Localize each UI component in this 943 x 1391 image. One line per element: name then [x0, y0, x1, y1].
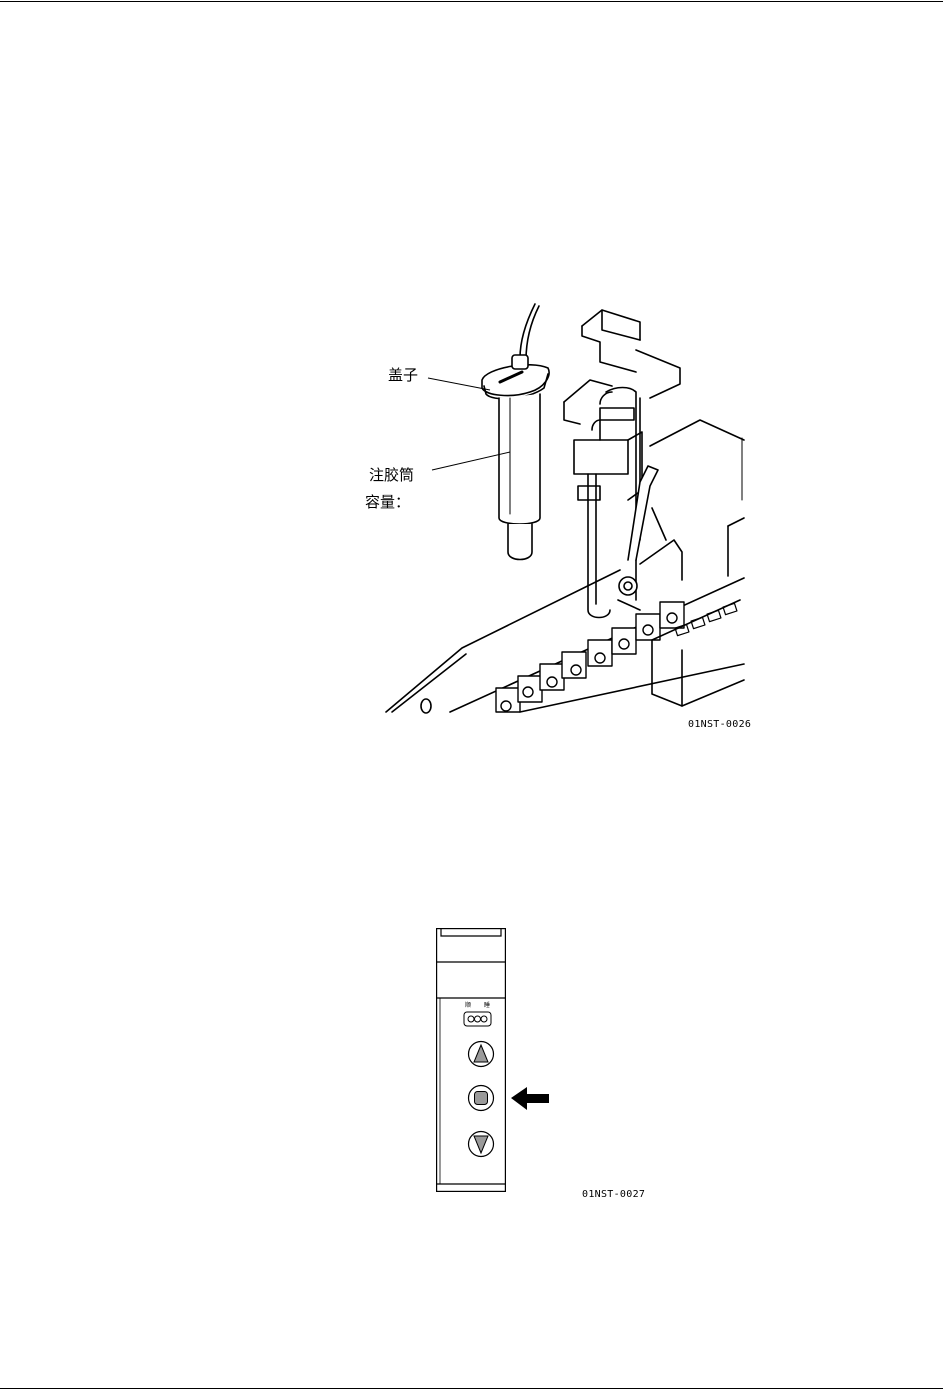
capacity-label: 容量： — [365, 493, 410, 511]
triangle-down-icon — [467, 1130, 495, 1158]
indicator-panel: 顺 睡 — [463, 1002, 493, 1030]
bottom-rule — [0, 1388, 943, 1389]
syringe-leader-line — [432, 452, 510, 470]
indicator-label-right: 睡 — [484, 1002, 490, 1009]
indicator-leds — [463, 1010, 493, 1030]
syringe-label: 注胶筒 — [369, 466, 414, 484]
leader-lines — [380, 300, 750, 718]
cap-leader-line — [428, 378, 490, 390]
led-2-icon — [475, 1016, 481, 1022]
up-button[interactable] — [467, 1040, 495, 1068]
triangle-up-icon — [467, 1040, 495, 1068]
led-1-icon — [468, 1016, 474, 1022]
arrow-left-icon — [511, 1087, 551, 1111]
control-panel: 顺 睡 — [436, 928, 506, 1192]
enter-button[interactable] — [467, 1084, 495, 1112]
cap-label: 盖子 — [388, 366, 418, 384]
figure-id-1: 01NST-0026 — [688, 719, 751, 730]
top-rule — [0, 1, 943, 2]
figure-id-2: 01NST-0027 — [582, 1189, 645, 1200]
square-button-icon — [467, 1084, 495, 1112]
led-3-icon — [481, 1016, 487, 1022]
syringe-illustration — [380, 300, 750, 718]
down-button[interactable] — [467, 1130, 495, 1158]
indicator-label-left: 顺 — [465, 1002, 471, 1009]
